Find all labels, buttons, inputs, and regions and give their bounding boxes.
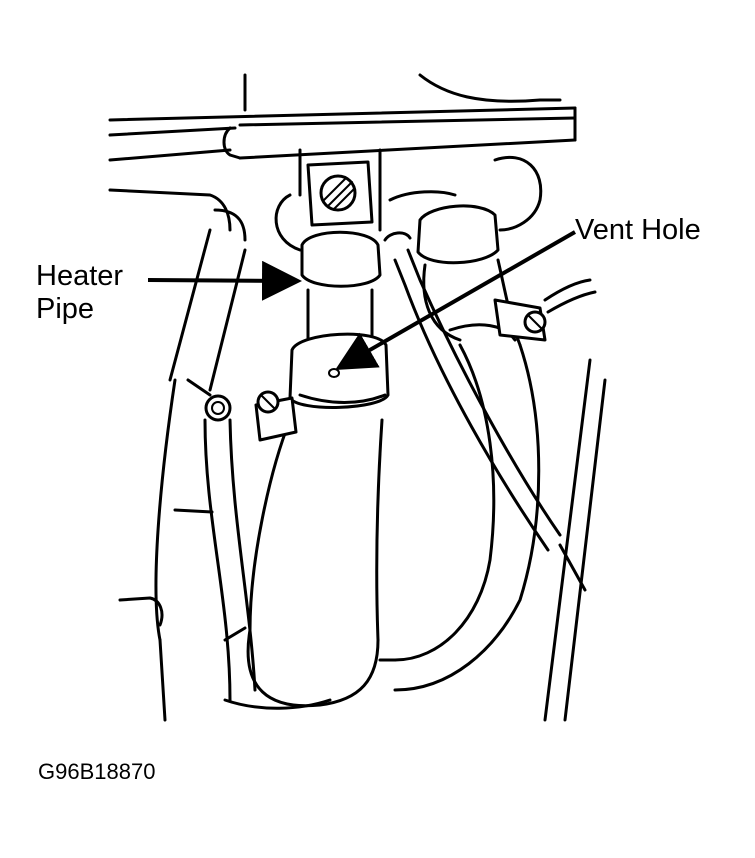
right-frame (543, 358, 607, 722)
body-panel (108, 73, 577, 232)
vacuum-line (383, 231, 597, 552)
left-frame (108, 188, 247, 722)
heater-pipe-arrow (147, 260, 302, 301)
heater-pipe-label-line2: Pipe (36, 293, 95, 325)
vent-hole-arrow (335, 230, 576, 370)
heater-core-housing (274, 155, 543, 252)
clamp-screw (254, 390, 298, 442)
bolt-bracket (306, 160, 374, 227)
vent-hole-label: Vent Hole (575, 214, 701, 246)
left-tube (186, 378, 257, 702)
right-hose-clamp (493, 298, 547, 342)
right-hose (378, 204, 541, 692)
heater-pipe-label-line1: Heater (36, 260, 124, 292)
figure-code: G96B18870 (38, 759, 156, 784)
heater-pipe (223, 230, 390, 710)
